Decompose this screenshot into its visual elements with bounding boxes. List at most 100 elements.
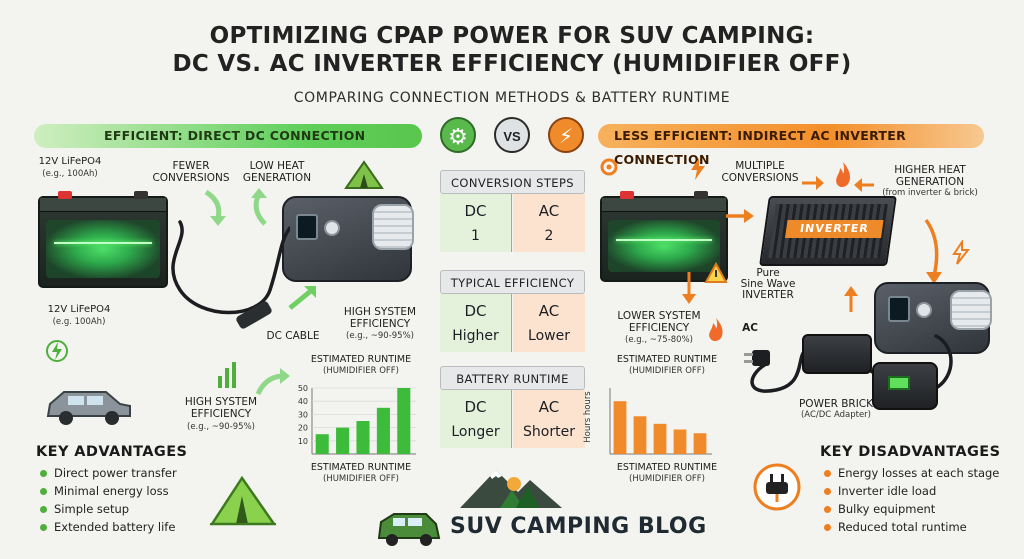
- ac-cell-label: AC: [538, 302, 560, 320]
- arrow-right-icon: [726, 209, 754, 223]
- chart-bar: [613, 401, 627, 454]
- battery-label-top: 12V LiFePO4: [38, 156, 102, 167]
- ac-cell-value: Shorter: [523, 424, 575, 440]
- dc-cell-label: DC: [464, 302, 487, 320]
- high-efficiency-label-left-sub: (e.g., ~90-95%): [187, 422, 255, 432]
- arrow-left-icon: [854, 178, 874, 192]
- low-heat-label: LOW HEAT GENERATION: [242, 160, 312, 184]
- dc-chart-title-sub: (HUMIDIFIER OFF): [323, 366, 399, 376]
- pure-sine-label: Pure Sine Wave INVERTER: [740, 267, 796, 301]
- tent-icon: [209, 475, 277, 526]
- arrow-up-icon: [844, 286, 858, 312]
- list-item: Direct power transfer: [40, 464, 177, 482]
- vs-badge: VS: [494, 117, 530, 153]
- mountain-logo-icon: [460, 470, 562, 508]
- typical-efficiency-header: TYPICAL EFFICIENCY: [440, 270, 585, 294]
- dc-cell-value: Higher: [452, 328, 499, 344]
- inverter-label: INVERTER: [785, 220, 884, 238]
- chart-tick-label: 10: [298, 437, 308, 446]
- battery-runtime-header: BATTERY RUNTIME: [440, 366, 585, 390]
- chart-bar: [693, 433, 707, 454]
- arrow-up-right-icon: [288, 286, 316, 310]
- chart-bar: [673, 429, 687, 454]
- dc-cell-value: Longer: [451, 424, 500, 440]
- lower-efficiency-sub: (e.g., ~75-80%): [625, 335, 693, 345]
- arrow-right-icon: [802, 176, 824, 190]
- battery-label-bottom: 12V LiFePO4: [47, 304, 111, 315]
- power-brick-label: POWER BRICK: [798, 398, 874, 410]
- ac-chart-title-sub: (HUMIDIFIER OFF): [629, 366, 705, 376]
- power-brick-device: [802, 334, 872, 374]
- higher-heat-label: HIGHER HEAT GENERATION: [894, 164, 966, 188]
- page-title-line-2: DC VS. AC INVERTER EFFICIENCY (HUMIDIFIE…: [172, 51, 852, 77]
- arrow-up-icon: [251, 188, 267, 226]
- page-title-line-1: OPTIMIZING CPAP POWER FOR SUV CAMPING:: [209, 23, 815, 49]
- flame-icon: [709, 318, 723, 341]
- chart-bar: [315, 434, 329, 454]
- typical-efficiency-row: DC Higher AC Lower: [440, 294, 585, 352]
- dc-cell-value: 1: [471, 228, 480, 244]
- mini-bars-icon: [218, 362, 236, 388]
- chart-bar: [336, 427, 350, 454]
- lightning-bolt-icon: ⚡: [548, 117, 584, 153]
- ac-chart-title: ESTIMATED RUNTIME: [616, 354, 718, 365]
- chart-bar: [397, 388, 411, 454]
- key-disadvantages-title: KEY DISADVANTAGES: [820, 444, 1001, 460]
- chart-bar: [653, 423, 667, 454]
- chart-tick-label: 20: [298, 424, 308, 433]
- lightning-bolt-icon: [691, 158, 705, 180]
- dc-chart-caption-sub: (HUMIDIFIER OFF): [323, 474, 399, 484]
- tent-icon: [344, 160, 384, 189]
- chart-tick-label: 30: [298, 410, 308, 419]
- dc-cable-wire: [171, 220, 290, 329]
- suv-logo-icon: [377, 513, 441, 546]
- blog-name: SUV CAMPING BLOG: [450, 514, 707, 539]
- ac-chart-y-label-wrap: Hours hours: [578, 384, 596, 456]
- arrow-down-icon: [682, 272, 696, 304]
- inverter-device: INVERTER: [759, 196, 897, 266]
- chart-bar: [376, 407, 390, 454]
- key-advantages-list: Direct power transfer Minimal energy los…: [40, 464, 177, 536]
- gear-icon: [600, 158, 618, 176]
- list-item: Reduced total runtime: [824, 518, 999, 536]
- list-item: Simple setup: [40, 500, 177, 518]
- ac-cell-label: AC: [538, 202, 560, 220]
- arrow-curved-icon: [255, 368, 290, 396]
- multiple-conversions-label: MULTIPLE CONVERSIONS: [721, 160, 799, 184]
- dc-cable-label: DC CABLE: [266, 330, 320, 342]
- dc-cell-label: DC: [464, 398, 487, 416]
- high-efficiency-label-left: HIGH SYSTEM EFFICIENCY: [184, 396, 258, 420]
- chart-bar: [633, 416, 647, 454]
- ac-chart-y-label: Hours hours: [583, 391, 593, 443]
- high-efficiency-label-right-sub: (e.g., ~90-95%): [346, 331, 414, 341]
- battery-icon: [600, 191, 728, 282]
- chart-tick-label: 50: [298, 384, 308, 393]
- page-subtitle: COMPARING CONNECTION METHODS & BATTERY R…: [293, 90, 731, 106]
- power-brick-sub: (AC/DC Adapter): [800, 410, 871, 420]
- battery-icon: [38, 191, 168, 288]
- dc-cell-label: DC: [464, 202, 487, 220]
- dc-section-banner: EFFICIENT: DIRECT DC CONNECTION: [34, 124, 422, 148]
- ac-cell-value: Lower: [528, 328, 570, 344]
- battery-label-bottom-sub: (e.g. 100Ah): [52, 317, 106, 327]
- lower-efficiency-label: LOWER SYSTEM EFFICIENCY: [617, 310, 701, 334]
- list-item: Energy losses at each stage: [824, 464, 999, 482]
- ac-runtime-chart: [604, 384, 716, 465]
- dc-chart-caption: ESTIMATED RUNTIME: [310, 462, 412, 473]
- list-item: Extended battery life: [40, 518, 177, 536]
- high-efficiency-label-right: HIGH SYSTEM EFFICIENCY: [343, 306, 417, 330]
- ac-chart-caption: ESTIMATED RUNTIME: [616, 462, 718, 473]
- plug-icon: [46, 340, 68, 362]
- cpap-machine-dc: [282, 196, 414, 282]
- warning-icon: [704, 262, 728, 283]
- list-item: Minimal energy loss: [40, 482, 177, 500]
- plug-icon: [753, 463, 801, 511]
- cpap-machine-ac: [874, 282, 992, 354]
- dc-chart-title: ESTIMATED RUNTIME: [310, 354, 412, 365]
- battery-label-top-sub: (e.g., 100Ah): [42, 169, 98, 179]
- higher-heat-sub: (from inverter & brick): [882, 188, 978, 198]
- ac-section-banner: LESS EFFICIENT: INDIRECT AC INVERTER CON…: [598, 124, 984, 167]
- arrow-down-icon: [924, 218, 942, 284]
- gear-icon: ⚙: [440, 117, 476, 153]
